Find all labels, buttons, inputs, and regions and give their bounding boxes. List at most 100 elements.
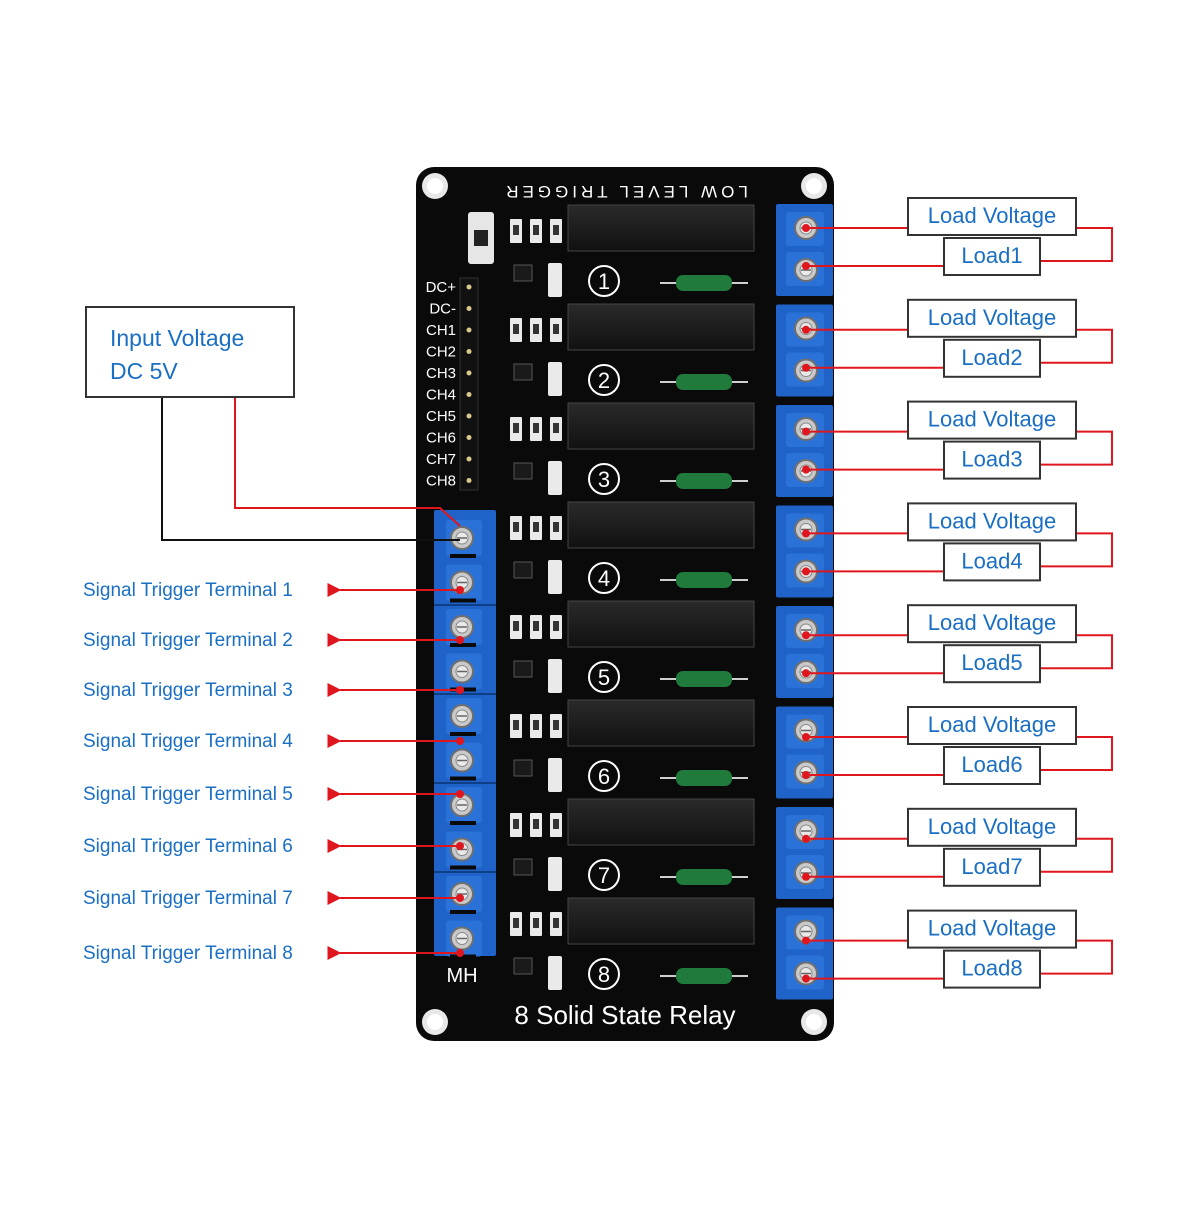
signal-trigger-labels: Signal Trigger Terminal 1 Signal Trigger … bbox=[83, 580, 464, 964]
fuse-icon bbox=[676, 473, 732, 489]
signal-trigger-label: Signal Trigger Terminal 3 bbox=[83, 680, 293, 701]
load-box bbox=[943, 644, 1041, 684]
load-voltage-box bbox=[907, 197, 1077, 236]
dc-minus-wire bbox=[161, 398, 460, 541]
relay-channels: 1 2 3 4 5 6 7 8 bbox=[510, 204, 755, 990]
output-terminal bbox=[776, 204, 833, 296]
pin-label: CH2 bbox=[426, 344, 456, 361]
pin-label: CH1 bbox=[426, 322, 456, 339]
led-icon bbox=[548, 263, 562, 297]
channel-number: 8 bbox=[598, 962, 610, 987]
load-voltage-box bbox=[907, 298, 1077, 338]
relay-channel: 3 bbox=[510, 402, 755, 495]
fuse-icon bbox=[676, 770, 732, 786]
output-terminal bbox=[776, 706, 833, 799]
input-voltage-box bbox=[85, 306, 295, 398]
channel-number: 5 bbox=[598, 665, 610, 690]
fuse-icon bbox=[676, 968, 732, 984]
pin-label: CH7 bbox=[426, 451, 456, 468]
transistor-icon bbox=[513, 561, 533, 579]
load-voltage-label: Load Voltage bbox=[928, 610, 1056, 635]
pin-icon bbox=[466, 349, 472, 354]
load-box bbox=[943, 542, 1041, 582]
ssr-relay-icon bbox=[567, 501, 755, 549]
channel-number: 4 bbox=[598, 566, 610, 591]
led-icon bbox=[548, 857, 562, 891]
signal-trigger-label: Signal Trigger Terminal 1 bbox=[83, 580, 293, 601]
load-box bbox=[943, 440, 1041, 480]
signal-trigger-label: Signal Trigger Terminal 4 bbox=[83, 731, 293, 752]
load-voltage-box bbox=[907, 807, 1077, 847]
relay-channel: 8 bbox=[510, 897, 755, 990]
pin-label: CH6 bbox=[426, 430, 456, 447]
led-icon bbox=[548, 956, 562, 990]
input-voltage-callout: Input Voltage DC 5V bbox=[85, 306, 461, 541]
fuse-icon bbox=[676, 671, 732, 687]
load-voltage-box bbox=[907, 706, 1077, 745]
pin-label: CH8 bbox=[426, 473, 456, 490]
pin-label: DC+ bbox=[426, 279, 457, 296]
load-label: Load8 bbox=[961, 956, 1022, 981]
led-icon bbox=[548, 461, 562, 495]
load-label: Load2 bbox=[961, 345, 1022, 370]
relay-channel: 7 bbox=[510, 798, 755, 891]
pin-label: DC- bbox=[429, 301, 456, 318]
transistor-icon bbox=[513, 858, 533, 876]
load-voltage-label: Load Voltage bbox=[928, 305, 1056, 330]
pin-icon bbox=[466, 306, 472, 311]
fuse-icon bbox=[676, 275, 732, 291]
pin-icon bbox=[466, 327, 472, 333]
load-voltage-label: Load Voltage bbox=[928, 712, 1056, 737]
output-terminal bbox=[776, 505, 833, 598]
load-voltage-label: Load Voltage bbox=[928, 508, 1056, 533]
load-voltage-label: Load Voltage bbox=[928, 203, 1056, 228]
led-icon bbox=[548, 560, 562, 594]
load-box bbox=[943, 847, 1041, 887]
output-terminal bbox=[776, 807, 833, 899]
pin-icon bbox=[466, 435, 472, 440]
pcb-board: LOW LEVEL TRIGGER 8 Solid State Relay DC… bbox=[416, 167, 834, 1041]
load-voltage-label: Load Voltage bbox=[928, 407, 1056, 432]
led-icon bbox=[548, 659, 562, 693]
load-label: Load6 bbox=[961, 752, 1022, 777]
low-level-trigger-text: LOW LEVEL TRIGGER bbox=[502, 182, 748, 201]
board-title: 8 Solid State Relay bbox=[514, 1000, 735, 1030]
channel-number: 1 bbox=[598, 269, 610, 294]
load-voltage-box bbox=[907, 400, 1077, 440]
pin-label: CH5 bbox=[426, 408, 456, 425]
pin-label: CH4 bbox=[426, 387, 456, 404]
transistor-icon bbox=[513, 462, 533, 480]
transistor-icon bbox=[513, 759, 533, 777]
input-voltage-line1: Input Voltage bbox=[110, 325, 244, 351]
pin-header bbox=[459, 277, 479, 491]
mounting-holes bbox=[422, 173, 827, 1035]
relay-channel: 1 bbox=[510, 204, 755, 297]
smd-component-icon bbox=[468, 212, 494, 264]
pin-icon bbox=[466, 284, 472, 290]
output-terminal bbox=[776, 405, 833, 497]
fuse-icon bbox=[676, 374, 732, 390]
load-voltage-box bbox=[907, 909, 1077, 949]
channel-number: 2 bbox=[598, 368, 610, 393]
pin-icon bbox=[466, 413, 472, 419]
load-label: Load3 bbox=[961, 447, 1022, 472]
transistor-icon bbox=[513, 957, 533, 975]
ssr-relay-icon bbox=[567, 798, 755, 846]
channel-number: 6 bbox=[598, 764, 610, 789]
relay-channel: 4 bbox=[510, 501, 755, 594]
load-box bbox=[943, 746, 1041, 785]
load-label: Load1 bbox=[961, 243, 1022, 268]
transistor-icon bbox=[513, 264, 533, 282]
relay-channel: 5 bbox=[510, 600, 755, 693]
pin-icon bbox=[466, 456, 472, 462]
ssr-relay-icon bbox=[567, 303, 755, 351]
signal-trigger-label: Signal Trigger Terminal 5 bbox=[83, 784, 293, 805]
pin-icon bbox=[466, 478, 472, 483]
input-voltage-line2: DC 5V bbox=[110, 358, 178, 384]
